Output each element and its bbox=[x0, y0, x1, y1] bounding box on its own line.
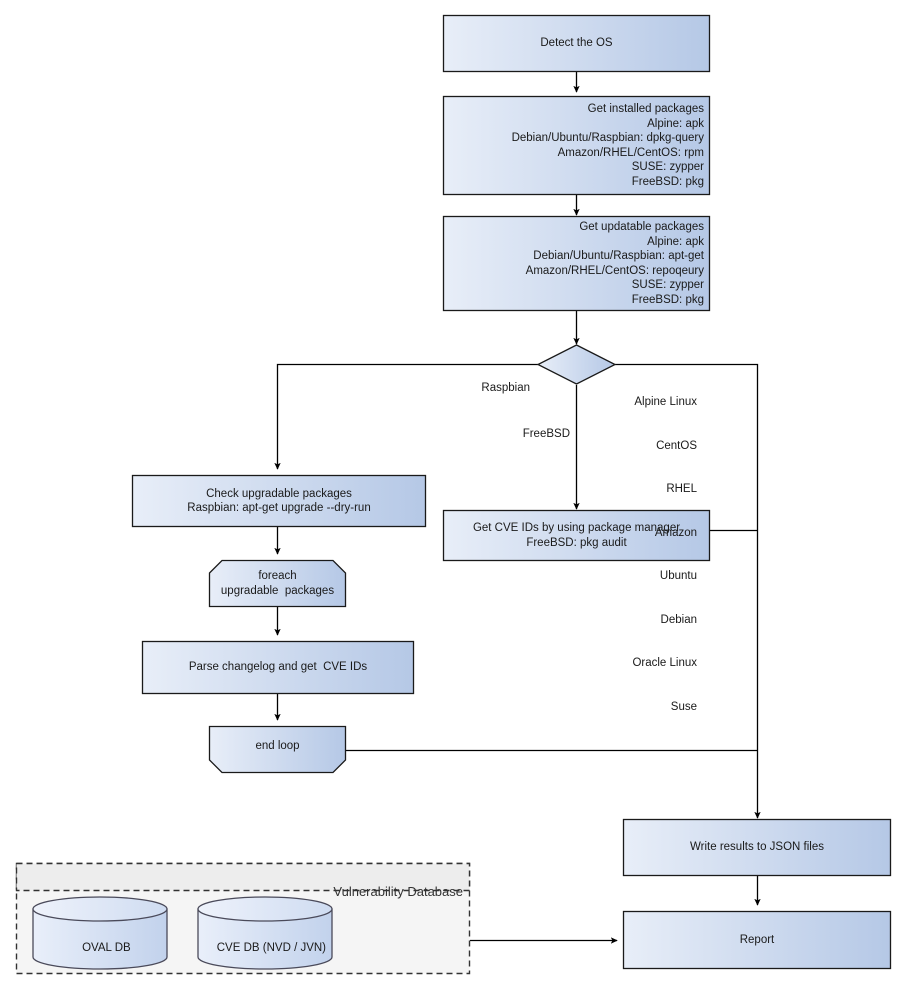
os-list-item-0: Alpine Linux bbox=[634, 396, 697, 408]
node-get-cve-ids-shape bbox=[442, 509, 711, 562]
node-foreach-shape bbox=[208, 559, 347, 608]
os-list-item-4: Ubuntu bbox=[659, 570, 697, 582]
edge-label-os-list: Alpine Linux CentOS RHEL Amazon Ubuntu D… bbox=[575, 366, 697, 743]
group-vulnerability-database-header bbox=[15, 862, 471, 892]
node-end-loop-shape bbox=[208, 725, 347, 774]
node-get-installed-shape bbox=[442, 95, 711, 196]
os-list-item-2: RHEL bbox=[666, 483, 697, 495]
edge-os-list bbox=[615, 363, 761, 819]
node-detect-os-shape bbox=[442, 14, 711, 73]
os-list-item-6: Oracle Linux bbox=[632, 657, 697, 669]
raspbian-text: Raspbian bbox=[481, 381, 530, 394]
node-write-results-shape bbox=[622, 818, 892, 877]
os-list-item-5: Debian bbox=[660, 613, 697, 626]
os-list-item-3: Amazon bbox=[654, 526, 697, 539]
vulnerability-database-text: Vulnerability Database bbox=[333, 884, 463, 899]
node-check-upgradable-shape bbox=[131, 474, 427, 528]
node-decision-shape bbox=[536, 344, 617, 385]
cylinder-cve-db bbox=[197, 896, 333, 970]
node-get-updatable-shape bbox=[442, 215, 711, 312]
os-list-item-1: CentOS bbox=[656, 439, 697, 452]
node-parse-changelog-shape bbox=[141, 640, 415, 695]
edge-label-raspbian: Raspbian bbox=[400, 366, 530, 410]
edge-label-freebsd: FreeBSD bbox=[440, 412, 570, 456]
cylinder-oval-db bbox=[32, 896, 168, 970]
group-title-vulnerability-database: Vulnerability Database bbox=[169, 869, 463, 914]
edge-raspbian bbox=[274, 363, 538, 470]
freebsd-text: FreeBSD bbox=[522, 427, 570, 440]
node-report-shape bbox=[622, 910, 892, 970]
os-list-item-7: Suse bbox=[670, 700, 697, 713]
